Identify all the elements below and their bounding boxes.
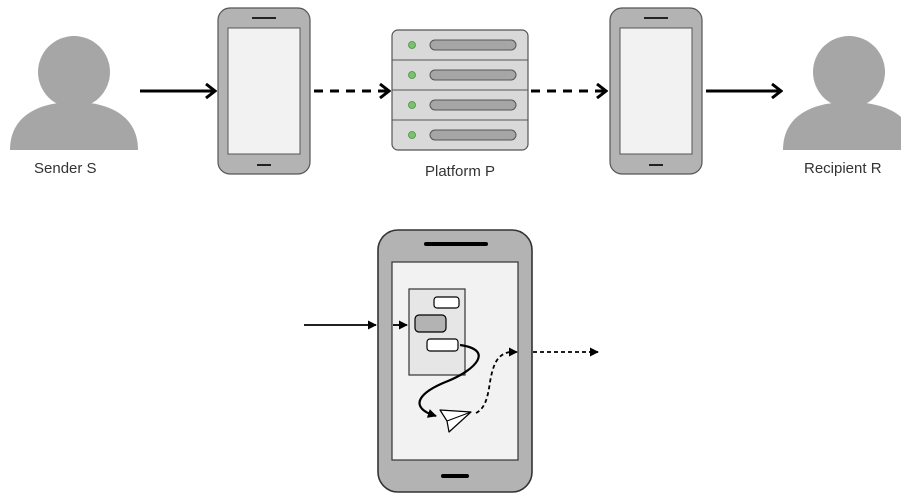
chat-window-icon — [408, 288, 466, 376]
recipient-person-icon — [783, 36, 901, 150]
platform-label: Platform P — [424, 163, 496, 180]
recipient-phone-icon — [609, 7, 703, 175]
platform-server-icon — [391, 29, 529, 151]
curve-send-to-out — [475, 347, 518, 414]
curve-ui-to-send — [418, 343, 480, 418]
paper-plane-icon — [439, 409, 472, 433]
sender-person-icon — [10, 36, 138, 150]
recipient-label: Recipient R — [804, 160, 882, 177]
sender-phone-icon — [217, 7, 311, 175]
sender-label: Sender S — [34, 160, 97, 177]
